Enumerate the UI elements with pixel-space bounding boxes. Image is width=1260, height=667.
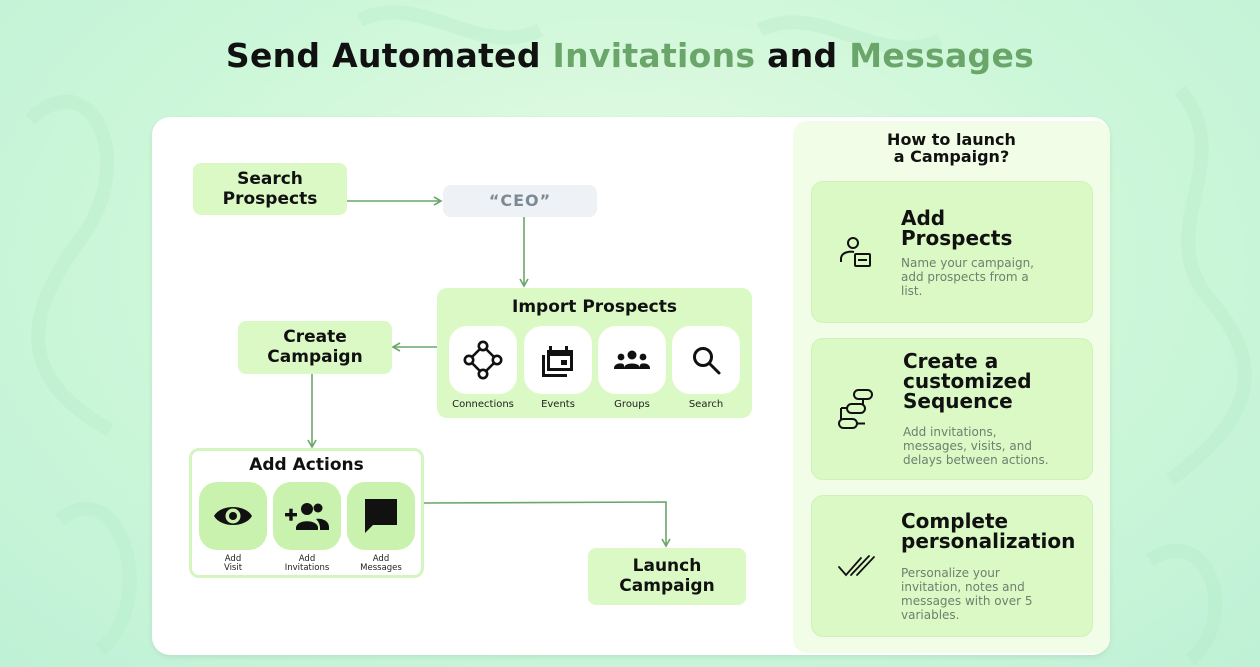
events-label: Events	[541, 399, 575, 410]
eye-icon	[214, 507, 252, 525]
events-icon	[542, 346, 573, 377]
add-actions-title: Add Actions	[249, 455, 364, 475]
groups-icon	[614, 350, 650, 369]
title-text-2: and	[755, 36, 850, 75]
import-prospects-group: Import Prospects	[437, 288, 752, 418]
page-title: Send Automated Invitations and Messages	[0, 36, 1260, 75]
add-visit-tile	[199, 482, 267, 550]
user-list-icon	[840, 237, 871, 267]
connections-icon	[463, 340, 503, 380]
search-prospects-node: Search Prospects	[193, 163, 347, 215]
add-people-icon	[285, 503, 329, 530]
sequence-card	[811, 338, 1093, 480]
launch-campaign-node: Launch Campaign	[588, 548, 746, 605]
search-tile	[672, 326, 740, 394]
add-invitations-tile	[273, 482, 341, 550]
title-highlight-invitations: Invitations	[552, 36, 756, 75]
connections-tile	[449, 326, 517, 394]
groups-label: Groups	[614, 399, 650, 410]
create-campaign-node: Create Campaign	[238, 321, 392, 374]
title-highlight-messages: Messages	[849, 36, 1035, 75]
arrow-actions-to-launch	[423, 501, 671, 548]
personalization-card	[811, 495, 1093, 637]
message-icon	[365, 499, 397, 533]
search-label: Search	[688, 399, 724, 410]
import-prospects-title: Import Prospects	[512, 297, 677, 317]
search-icon	[693, 347, 721, 375]
ceo-search-term: “CEO”	[443, 185, 597, 217]
groups-tile	[598, 326, 666, 394]
events-tile	[524, 326, 592, 394]
add-messages-tile	[347, 482, 415, 550]
connections-label: Connections	[452, 399, 514, 410]
sequence-icon	[838, 389, 873, 429]
title-text-1: Send Automated	[225, 36, 553, 75]
double-check-icon	[838, 555, 875, 577]
add-prospects-card	[811, 181, 1093, 323]
